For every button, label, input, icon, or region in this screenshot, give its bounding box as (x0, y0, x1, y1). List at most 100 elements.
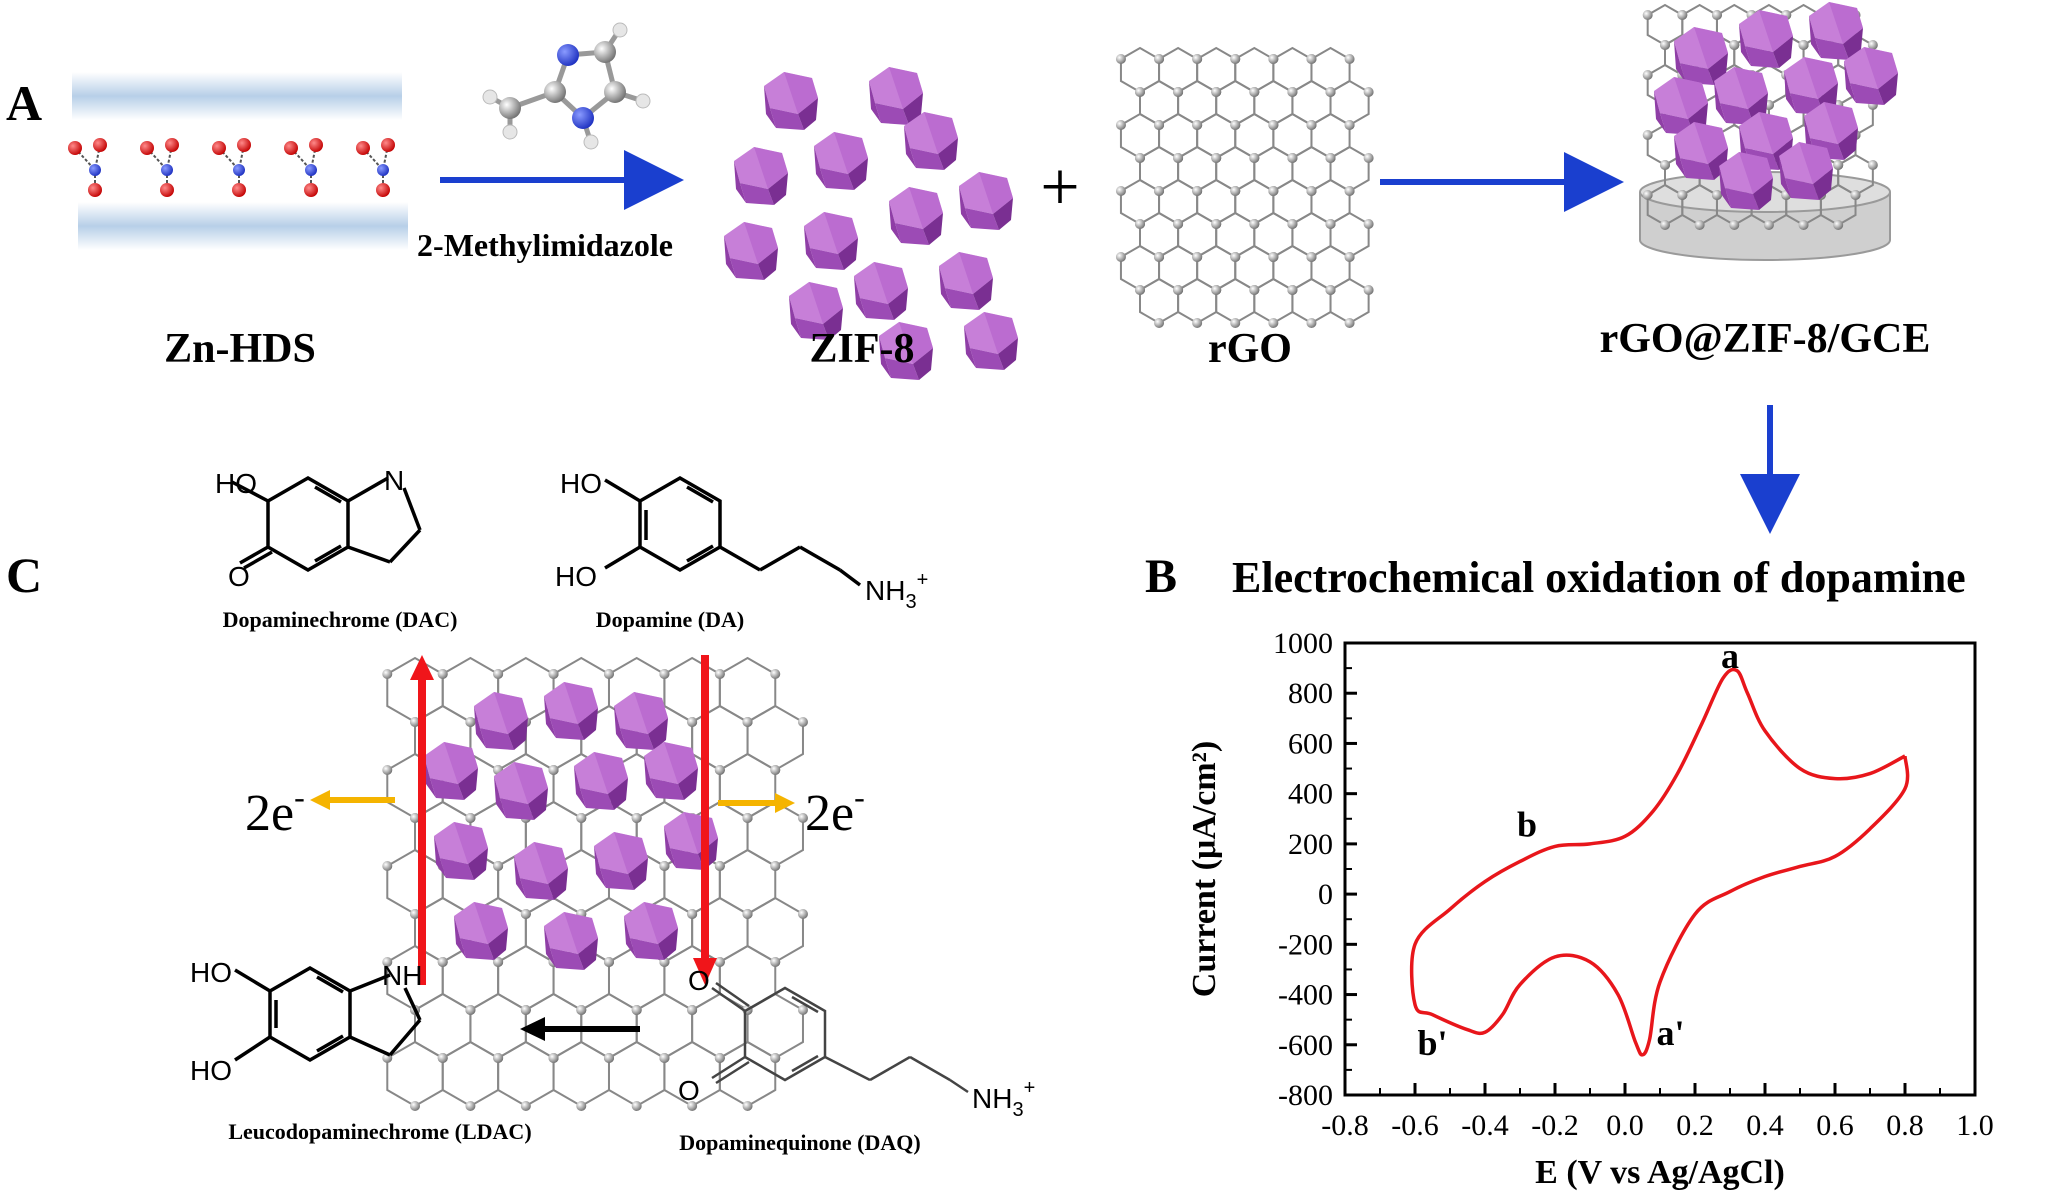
carbon-atom (687, 717, 698, 727)
dac-o: O (228, 561, 250, 592)
carbon-atom (1154, 252, 1165, 262)
label-composite: rGO@ZIF-8/GCE (1600, 316, 1931, 362)
y-tick-label: 800 (1288, 677, 1333, 710)
carbon-atom (1230, 186, 1241, 196)
carbon-atom (1249, 153, 1260, 163)
carbon-atom (1230, 120, 1241, 130)
carbon-atom (1154, 120, 1165, 130)
electrons-left: 2e- (245, 779, 305, 842)
carbon-atom (548, 1053, 559, 1063)
carbon-atom (1192, 318, 1203, 328)
carbon-atom (1135, 285, 1145, 295)
carbon-atom (1642, 130, 1653, 140)
panel-label-a: A (6, 75, 42, 131)
structure-daq (711, 981, 969, 1094)
zif8-crystal (614, 692, 668, 750)
carbon-atom (1344, 318, 1355, 328)
carbon-atom (714, 765, 725, 775)
carbon-atom (1287, 285, 1298, 295)
label-zn-hds: Zn-HDS (164, 326, 316, 372)
arrow-red-up-head (410, 655, 434, 680)
carbon-atom (382, 861, 393, 871)
carbon-atom (520, 909, 531, 919)
carbon-atom (1363, 153, 1374, 163)
hex-cell (663, 656, 721, 724)
carbon-atom (603, 1053, 614, 1063)
carbon-atom (1173, 219, 1184, 229)
x-tick-label: 0.0 (1606, 1109, 1644, 1142)
carbon-atom (631, 1005, 642, 1015)
carbon-atom (1677, 10, 1688, 20)
carbon-atom (1249, 219, 1260, 229)
hex-cell (441, 1040, 500, 1108)
dac-n: N (384, 465, 404, 496)
label-zif8: ZIF-8 (810, 326, 915, 372)
carbon-atom (1173, 87, 1184, 97)
carbon-atom (797, 813, 808, 823)
da-name: Dopamine (DA) (596, 607, 745, 632)
x-axis-label: E (V vs Ag/AgCl) (1535, 1154, 1785, 1191)
carbon-atom (493, 1053, 504, 1063)
arrow-electron-left-head (310, 790, 330, 810)
carbon-atom (1867, 160, 1878, 170)
carbon-atom (1115, 186, 1126, 196)
y-tick-label: -200 (1278, 928, 1333, 961)
carbon-atom (770, 957, 781, 967)
carbon-atom (1642, 190, 1653, 200)
carbon-atom (1287, 87, 1298, 97)
carbon-atom (1660, 160, 1670, 170)
carbon-atom (742, 717, 753, 727)
carbon-atom (520, 1101, 531, 1111)
structure-dac (231, 475, 422, 573)
x-tick-label: 1.0 (1956, 1109, 1994, 1142)
dac-name: Dopaminechrome (DAC) (223, 607, 458, 632)
carbon-atom (1306, 54, 1317, 64)
carbon-atom (1729, 220, 1740, 230)
carbon-atom (1344, 252, 1355, 262)
carbon-atom (742, 909, 753, 919)
ldac-ho-1: HO (190, 957, 232, 988)
hex-cell (1819, 183, 1857, 227)
x-tick-label: 0.4 (1746, 1109, 1784, 1142)
dac-ho: HO (215, 468, 257, 499)
carbon-atom (714, 1053, 725, 1063)
carbon-atom (576, 813, 587, 823)
hex-cell (1291, 277, 1332, 325)
panel-label-c: C (6, 547, 42, 603)
carbon-atom (1344, 186, 1355, 196)
hex-cell (691, 992, 749, 1060)
carbon-atom (797, 717, 808, 727)
carbon-atom (1173, 153, 1184, 163)
daq-name: Dopaminequinone (DAQ) (679, 1130, 920, 1155)
zn-hds-illustration (68, 72, 408, 250)
carbon-atom (1230, 318, 1241, 328)
carbon-atom (1115, 54, 1126, 64)
carbon-atom (742, 1101, 753, 1111)
zif8-crystal (544, 682, 598, 740)
carbon-atom (1363, 87, 1374, 97)
carbon-atom (603, 957, 614, 967)
carbon-atom (576, 1005, 587, 1015)
carbon-atom (603, 669, 614, 679)
hex-cell (746, 704, 804, 772)
carbon-atom (382, 669, 393, 679)
carbon-atom (493, 669, 504, 679)
carbon-atom (1154, 318, 1165, 328)
carbon-atom (437, 1053, 448, 1063)
carbon-atom (382, 765, 393, 775)
carbon-atom (1249, 285, 1260, 295)
daq-nh3: NH3+ (972, 1077, 1035, 1121)
carbon-atom (1344, 54, 1355, 64)
carbon-atom (770, 1053, 781, 1063)
carbon-atom (548, 765, 559, 775)
panel-b-title: Electrochemical oxidation of dopamine (1232, 553, 1966, 602)
y-tick-label: -400 (1278, 979, 1333, 1012)
y-tick-label: -600 (1278, 1029, 1333, 1062)
zif8-crystal (514, 842, 568, 900)
hex-cell (718, 752, 777, 820)
panel-label-b: B (1145, 550, 1177, 603)
structure-da (604, 475, 862, 587)
carbon-atom (770, 765, 781, 775)
